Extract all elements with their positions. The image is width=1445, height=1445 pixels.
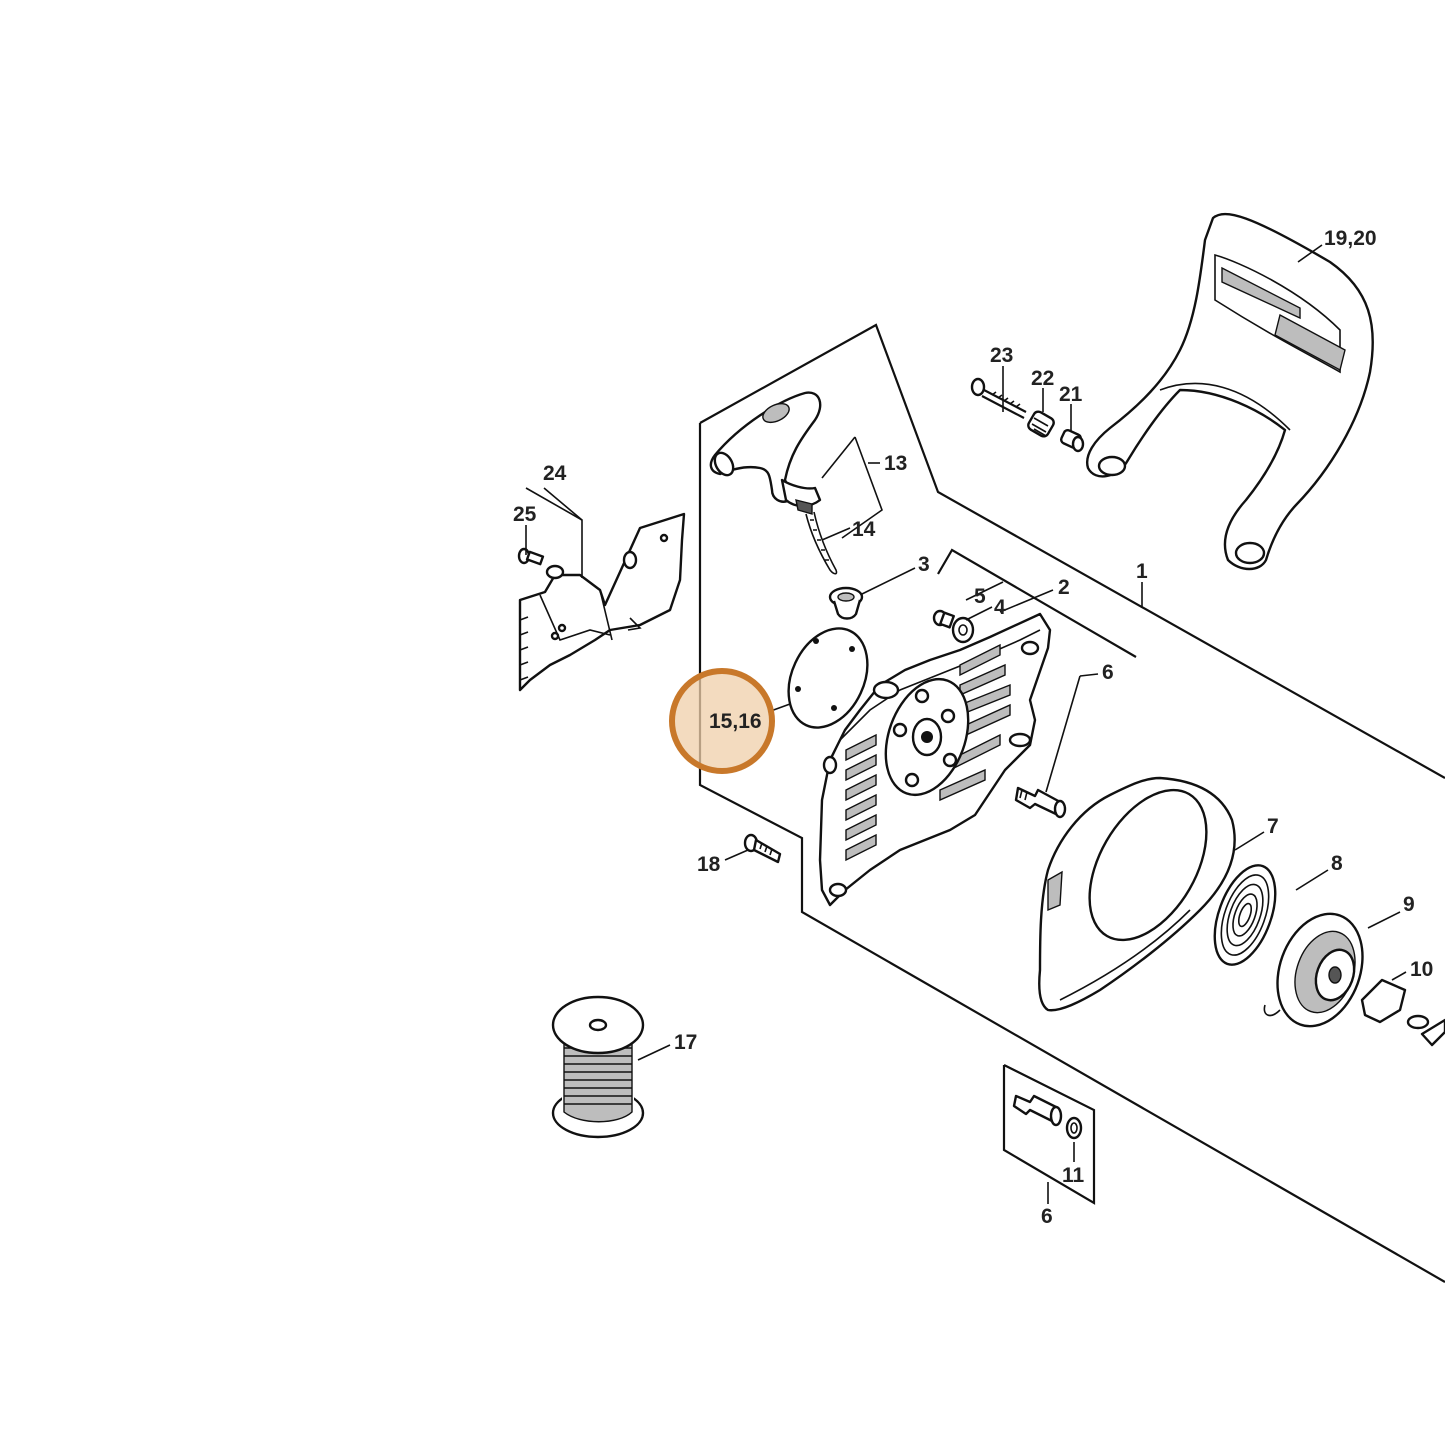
callout-3[interactable]: 3	[918, 553, 930, 576]
highlight-circle	[669, 668, 775, 774]
group-box-6	[1002, 1064, 1096, 1205]
cover-plate-15-16-part	[787, 627, 869, 729]
group-boundary-inner	[937, 548, 1137, 658]
rewind-spring-part	[1213, 864, 1277, 966]
o-ring-11-part	[1065, 1116, 1083, 1140]
hand-guard-part	[1085, 212, 1374, 571]
grommet-3-part	[828, 586, 864, 620]
callout-23[interactable]: 23	[990, 344, 1013, 367]
callout-4[interactable]: 4	[994, 596, 1006, 619]
stud-6-part	[1014, 786, 1067, 819]
washer-4-part	[951, 616, 975, 644]
callout-13[interactable]: 13	[884, 452, 907, 475]
callout-24[interactable]: 24	[543, 462, 567, 485]
rope-spool-part	[551, 995, 645, 1139]
spring-22-part	[1027, 410, 1055, 438]
bracket-24-part	[518, 512, 686, 692]
callout-6[interactable]: 6	[1102, 661, 1114, 684]
callout-2[interactable]: 2	[1058, 576, 1070, 599]
callout-5[interactable]: 5	[974, 585, 986, 608]
callout-8[interactable]: 8	[1331, 852, 1343, 875]
screw-18-part	[743, 833, 782, 864]
callout-6-kit[interactable]: 6	[1041, 1205, 1053, 1228]
callout-22[interactable]: 22	[1031, 367, 1054, 390]
rope-rotor-part	[1263, 912, 1364, 1028]
screw-23-part	[970, 377, 1027, 419]
screw-5-part	[932, 609, 955, 629]
callout-7[interactable]: 7	[1267, 815, 1279, 838]
callout-21[interactable]: 21	[1059, 383, 1083, 406]
callout-11[interactable]: 11	[1062, 1164, 1085, 1187]
callout-25[interactable]: 25	[513, 503, 537, 526]
pawl-10-part	[1360, 978, 1445, 1047]
sleeve-21-part	[1060, 428, 1085, 453]
callout-19-20[interactable]: 19,20	[1324, 227, 1377, 250]
callout-9[interactable]: 9	[1403, 893, 1415, 916]
screw-25-part	[517, 547, 545, 566]
group-boundary-left	[698, 423, 1445, 1283]
callout-10[interactable]: 10	[1410, 958, 1433, 981]
stud-6-kit-part	[1012, 1094, 1063, 1127]
callout-18[interactable]: 18	[697, 853, 721, 876]
group-boundary-outer	[699, 323, 1445, 779]
callout-15-16[interactable]: 15,16	[709, 710, 762, 733]
fan-housing-part	[818, 612, 1052, 907]
leader-lines	[525, 244, 1407, 1204]
callout-17[interactable]: 17	[674, 1031, 697, 1054]
callout-1[interactable]: 1	[1136, 560, 1148, 583]
callout-14[interactable]: 14	[852, 518, 876, 541]
starter-grip-part	[709, 391, 838, 575]
cover-7-part	[1038, 776, 1236, 1012]
